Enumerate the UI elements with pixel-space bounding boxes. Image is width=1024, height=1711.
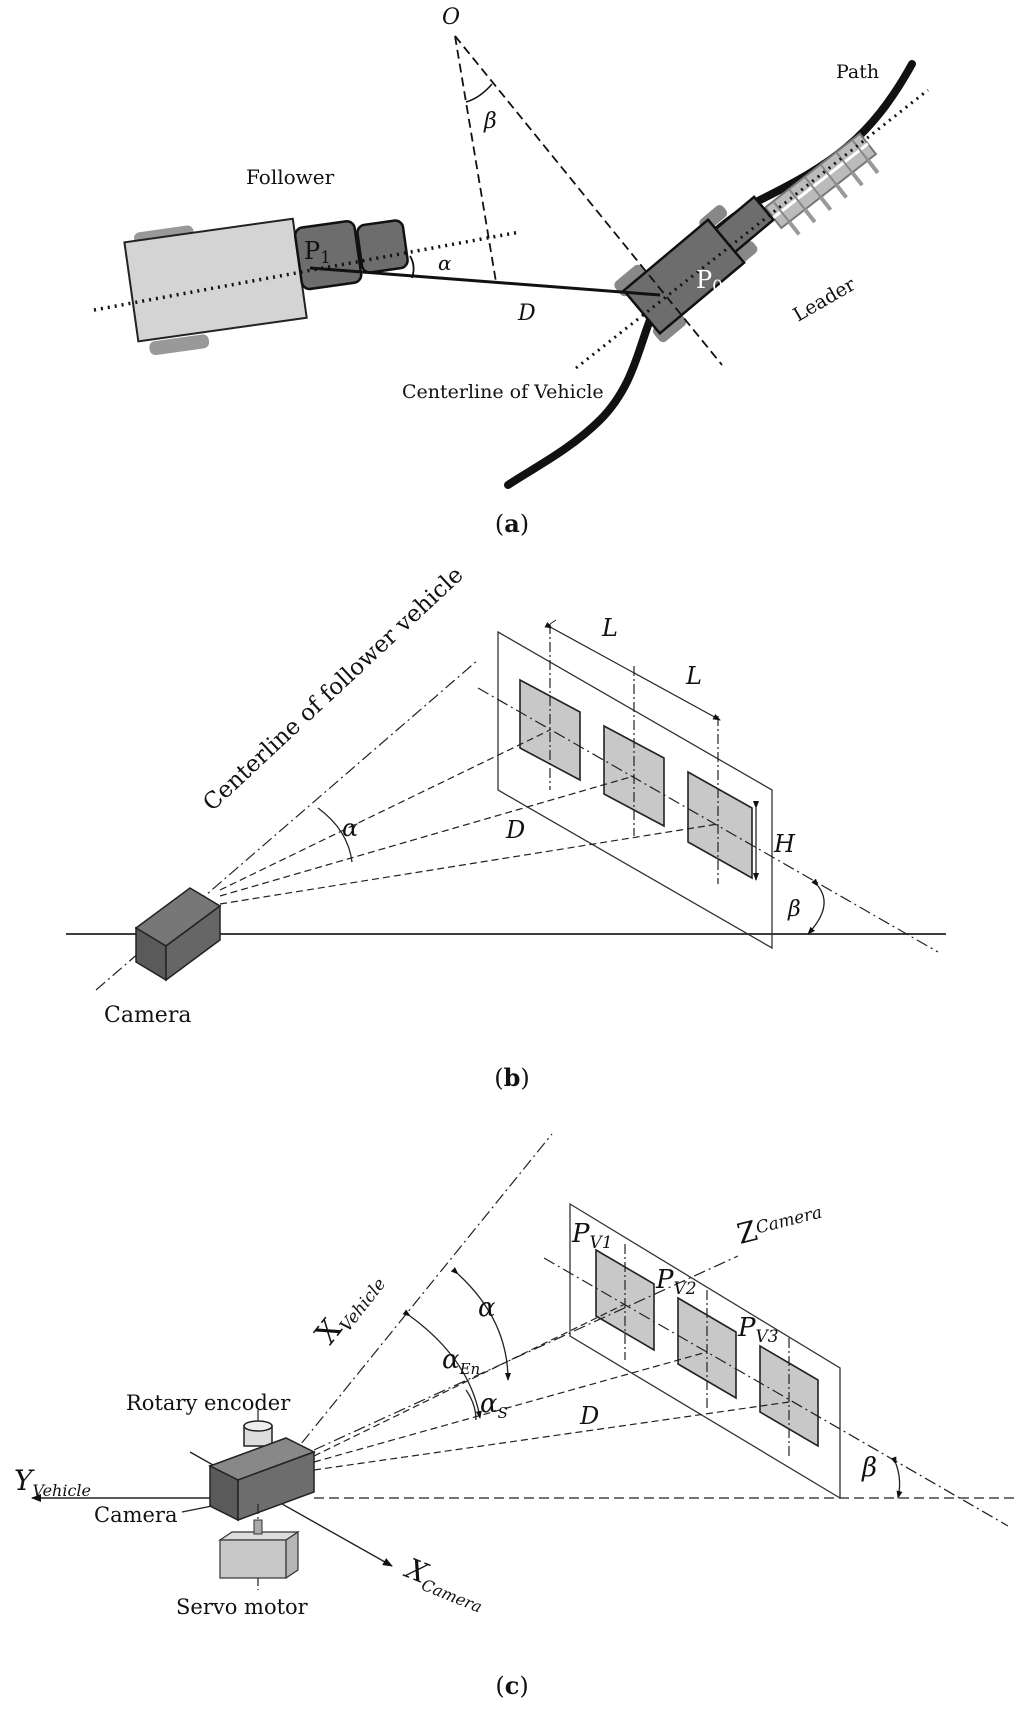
label-y-vehicle: YVehicle	[14, 1464, 91, 1500]
camera-centerline-b	[95, 659, 479, 991]
leader-header	[763, 132, 880, 236]
panel-a: O β Path Follower P1 α P0 Leader D Cente…	[93, 5, 929, 538]
label-follower: Follower	[246, 165, 335, 189]
marker-b-3	[687, 770, 753, 880]
o-vertical-line	[454, 35, 497, 283]
label-l-2: L	[685, 662, 702, 690]
o-to-leader-line	[454, 35, 723, 366]
caption-c: (c)	[495, 1671, 528, 1700]
leader-centerline	[575, 88, 929, 370]
follower-vehicle	[123, 217, 409, 356]
label-centerline-follower: Centerline of follower vehicle	[198, 562, 468, 816]
label-o: O	[442, 5, 460, 30]
camera-box-b	[134, 887, 222, 982]
l-dim-ext-1	[549, 619, 557, 625]
label-centerline-vehicle: Centerline of Vehicle	[402, 381, 604, 403]
label-p0: P0	[696, 266, 723, 297]
label-alpha-a: α	[438, 251, 452, 275]
caption-a: (a)	[495, 509, 529, 538]
label-x-camera: XCamera	[398, 1551, 491, 1616]
label-l-1: L	[601, 614, 618, 642]
label-pv1: PV1	[571, 1219, 613, 1253]
ray-b-1	[219, 729, 551, 891]
servo-motor	[218, 1519, 300, 1580]
camera-pointer-line	[181, 1505, 213, 1513]
camera-box-c	[208, 1437, 316, 1522]
label-pv3: PV3	[737, 1313, 779, 1347]
panel-c: XVehicle PV1 PV2 PV3 ZCamera α αEn αS D …	[14, 1133, 1014, 1700]
label-p1: P1	[304, 237, 331, 268]
label-rotary-encoder: Rotary encoder	[126, 1391, 291, 1415]
label-beta-b: β	[787, 897, 801, 922]
board-axis-b	[477, 687, 939, 953]
label-servo-motor: Servo motor	[176, 1595, 309, 1619]
alpha-s-arc	[465, 1389, 477, 1421]
board-plane-c	[569, 1202, 841, 1500]
label-h-b: H	[773, 830, 796, 858]
z-camera-axis	[313, 1255, 739, 1451]
beta-arc-a	[465, 83, 493, 103]
distance-line	[309, 266, 661, 297]
ray-b-3	[219, 823, 719, 905]
board-plane-b	[497, 630, 773, 950]
alpha-en-arc	[402, 1309, 482, 1419]
leader-vehicle	[614, 195, 776, 343]
alpha-arc-a	[409, 255, 415, 279]
ray-c-2	[313, 1351, 708, 1463]
beta-arc-c	[890, 1456, 903, 1499]
label-alpha-en: αEn	[442, 1345, 480, 1378]
beta-arc-b	[807, 878, 825, 935]
alpha-arc-c	[450, 1267, 511, 1381]
label-beta-c: β	[861, 1453, 877, 1483]
x-vehicle-axis	[287, 1133, 553, 1461]
label-d-c: D	[579, 1402, 599, 1430]
ray-b-2	[219, 775, 635, 897]
caption-b: (b)	[494, 1063, 530, 1092]
l-dimension-line	[544, 622, 721, 721]
alpha-arc-b	[317, 807, 353, 863]
label-pv2: PV2	[655, 1265, 697, 1299]
panel-b: Centerline of follower vehicle L L α D H…	[66, 562, 946, 1092]
label-alpha-s: αS	[480, 1389, 508, 1422]
rotary-encoder	[243, 1410, 273, 1447]
label-alpha-c: α	[478, 1293, 496, 1323]
label-d-a: D	[517, 301, 536, 326]
label-d-b: D	[505, 816, 525, 844]
label-leader: Leader	[790, 273, 860, 326]
ray-c-1	[313, 1303, 626, 1457]
label-path: Path	[836, 61, 879, 83]
label-x-vehicle: XVehicle	[309, 1264, 390, 1353]
label-camera-c: Camera	[94, 1503, 178, 1527]
label-camera-b: Camera	[104, 1003, 191, 1028]
label-alpha-b: α	[342, 814, 358, 842]
label-z-camera: ZCamera	[734, 1198, 826, 1251]
label-beta-a: β	[483, 109, 497, 134]
ray-c-3	[313, 1401, 790, 1471]
board-axis-c	[543, 1257, 1009, 1527]
